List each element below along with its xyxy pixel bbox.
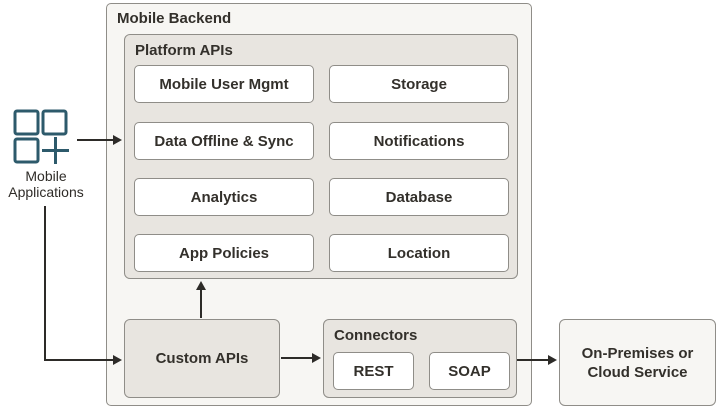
- on-premises-label-line2: Cloud Service: [587, 363, 688, 381]
- mobile-applications-label-line2: Applications: [8, 184, 84, 200]
- mobile-apps-icon: [13, 109, 69, 164]
- connectors-container: Connectors REST SOAP: [323, 319, 517, 398]
- api-box-database: Database: [329, 178, 509, 216]
- api-box-analytics: Analytics: [134, 178, 314, 216]
- platform-apis-title: Platform APIs: [135, 42, 233, 59]
- custom-apis-box: Custom APIs: [124, 319, 280, 398]
- arrow-mobile-apps-to-custom-apis: [44, 206, 122, 365]
- api-box-notifications: Notifications: [329, 122, 509, 160]
- api-box-mobile-user-mgmt: Mobile User Mgmt: [134, 65, 314, 103]
- on-premises-cloud-service-box: On-Premises or Cloud Service: [559, 319, 716, 406]
- mobile-applications-label-line1: Mobile: [25, 168, 67, 184]
- mobile-applications-label: Mobile Applications: [0, 168, 92, 200]
- mobile-backend-container: Mobile Backend Platform APIs Mobile User…: [106, 3, 532, 406]
- platform-apis-container: Platform APIs Mobile User Mgmt Storage D…: [124, 34, 518, 279]
- connector-box-soap: SOAP: [429, 352, 510, 390]
- api-box-data-offline-sync: Data Offline & Sync: [134, 122, 314, 160]
- mobile-backend-title: Mobile Backend: [117, 10, 232, 27]
- on-premises-label-line1: On-Premises or: [581, 344, 694, 362]
- connectors-title: Connectors: [334, 327, 418, 344]
- api-box-storage: Storage: [329, 65, 509, 103]
- connector-box-rest: REST: [333, 352, 414, 390]
- api-box-location: Location: [329, 234, 509, 272]
- api-box-app-policies: App Policies: [134, 234, 314, 272]
